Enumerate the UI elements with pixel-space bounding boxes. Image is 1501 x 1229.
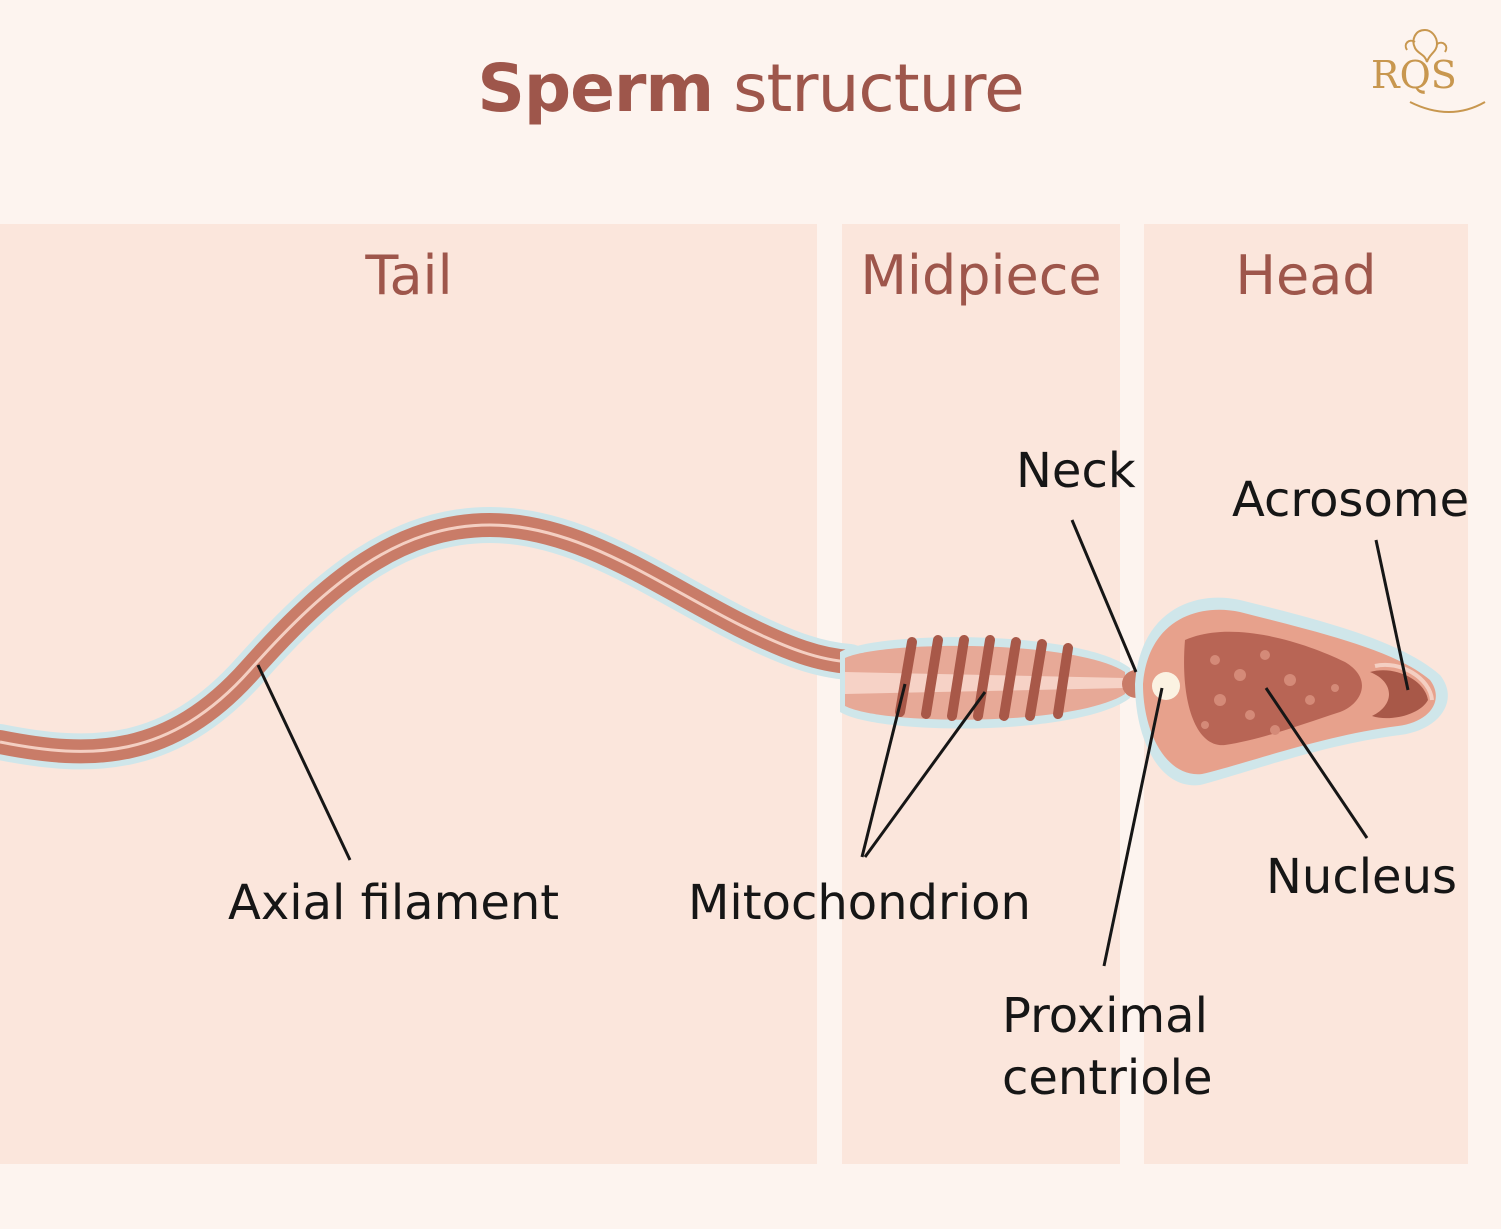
label-neck: Neck <box>1016 443 1136 499</box>
leader-lines <box>256 519 1410 967</box>
tail-panel <box>0 224 817 1164</box>
sperm-midpiece <box>840 635 1130 729</box>
logo-text: RQS <box>1371 53 1457 97</box>
sperm-tail <box>0 506 868 770</box>
title-bold: Sperm <box>477 50 714 127</box>
label-nucleus: Nucleus <box>1266 849 1458 905</box>
proximal-centriole <box>1152 672 1180 700</box>
label-mitochondrion: Mitochondrion <box>688 875 1031 931</box>
label-proximal-line2: centriole <box>1002 1050 1213 1107</box>
sperm-head <box>1135 597 1448 786</box>
title-rest: structure <box>733 50 1025 127</box>
section-label-head: Head <box>1235 244 1377 307</box>
section-label-midpiece: Midpiece <box>860 244 1102 307</box>
label-proximal-line1: Proximal <box>1002 988 1208 1044</box>
label-acrosome: Acrosome <box>1232 472 1470 528</box>
rqs-logo: RQS <box>1371 28 1486 113</box>
label-proximal-centriole: Proximal centriole <box>1002 985 1213 1110</box>
label-axial-filament: Axial filament <box>228 875 560 931</box>
page-title: Sperm structure <box>0 50 1501 127</box>
section-label-tail: Tail <box>365 244 453 307</box>
